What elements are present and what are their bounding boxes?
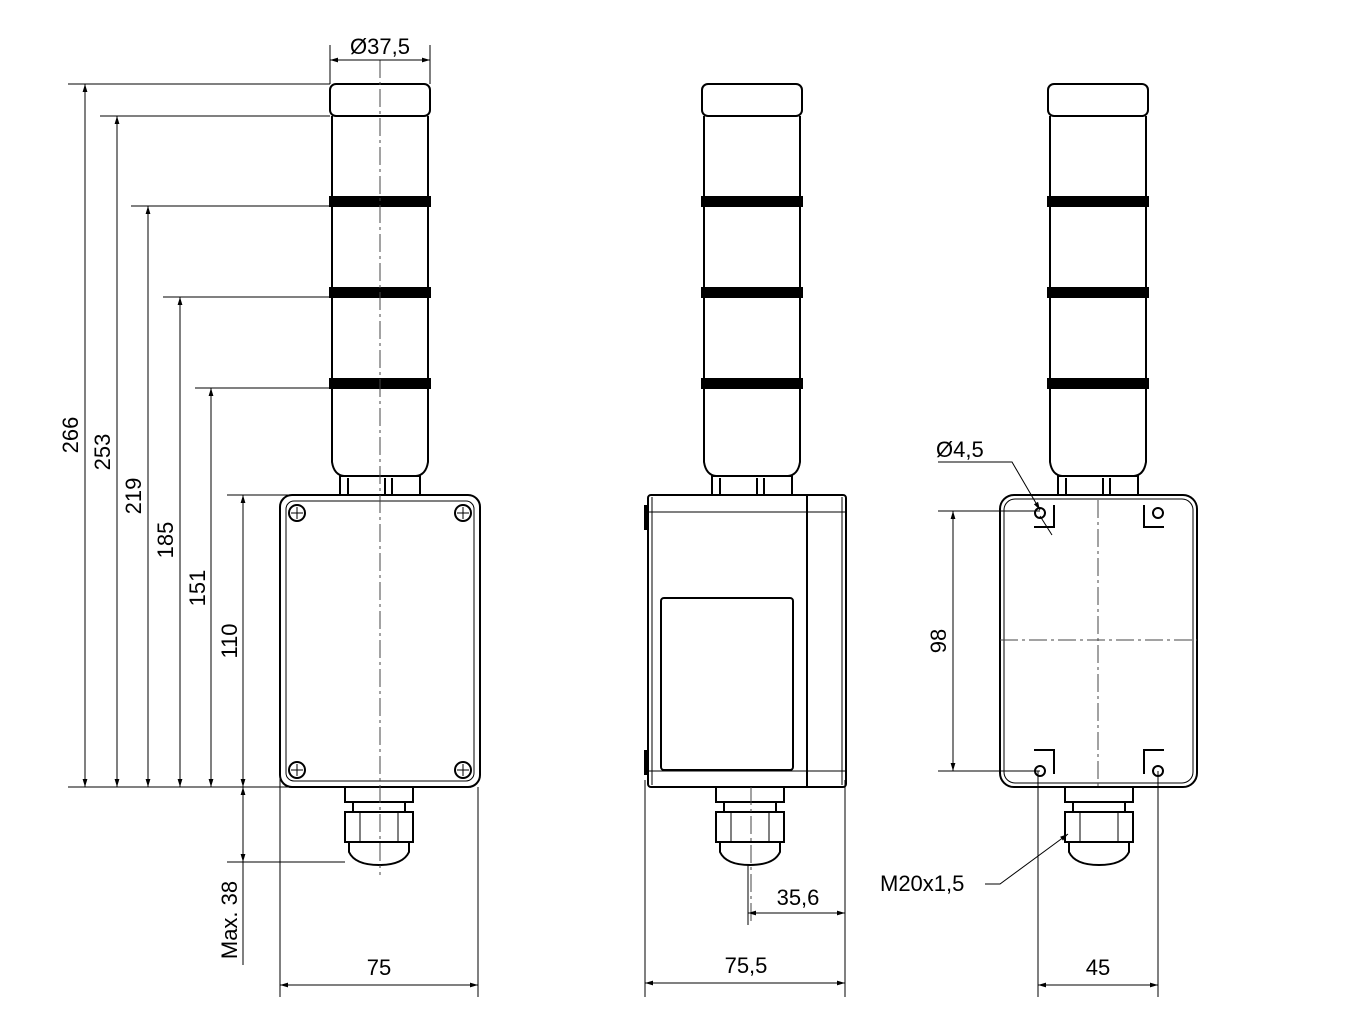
screw-icon — [288, 504, 472, 779]
dim-266: 266 — [58, 417, 83, 454]
dim-185: 185 — [153, 522, 178, 559]
dim-110: 110 — [217, 623, 242, 658]
dim-width-front: 75 — [367, 955, 391, 980]
front-view — [279, 60, 481, 875]
dim-hole-spacing-horizontal: 45 — [1086, 955, 1110, 980]
dim-tower-diameter: Ø37,5 — [350, 34, 410, 59]
dim-gland-offset: 35,6 — [777, 885, 820, 910]
side-view: 35,6 75,5 — [644, 83, 847, 997]
dim-max38: Max. 38 — [217, 881, 242, 959]
dim-151: 151 — [185, 570, 210, 607]
dim-253: 253 — [90, 434, 115, 471]
dim-width-side: 75,5 — [725, 953, 768, 978]
mounting-hole-icon — [1034, 505, 1164, 777]
dim-219: 219 — [121, 478, 146, 515]
dim-hole-diameter: Ø4,5 — [936, 437, 984, 462]
rear-view: 98 45 Ø4,5 M20x1,5 — [880, 83, 1198, 997]
label-gland-thread: M20x1,5 — [880, 871, 964, 896]
dim-hole-spacing-vertical: 98 — [926, 629, 951, 653]
height-dimensions: 266 253 219 185 151 110 Max. 38 Ø37,5 75 — [58, 34, 479, 997]
